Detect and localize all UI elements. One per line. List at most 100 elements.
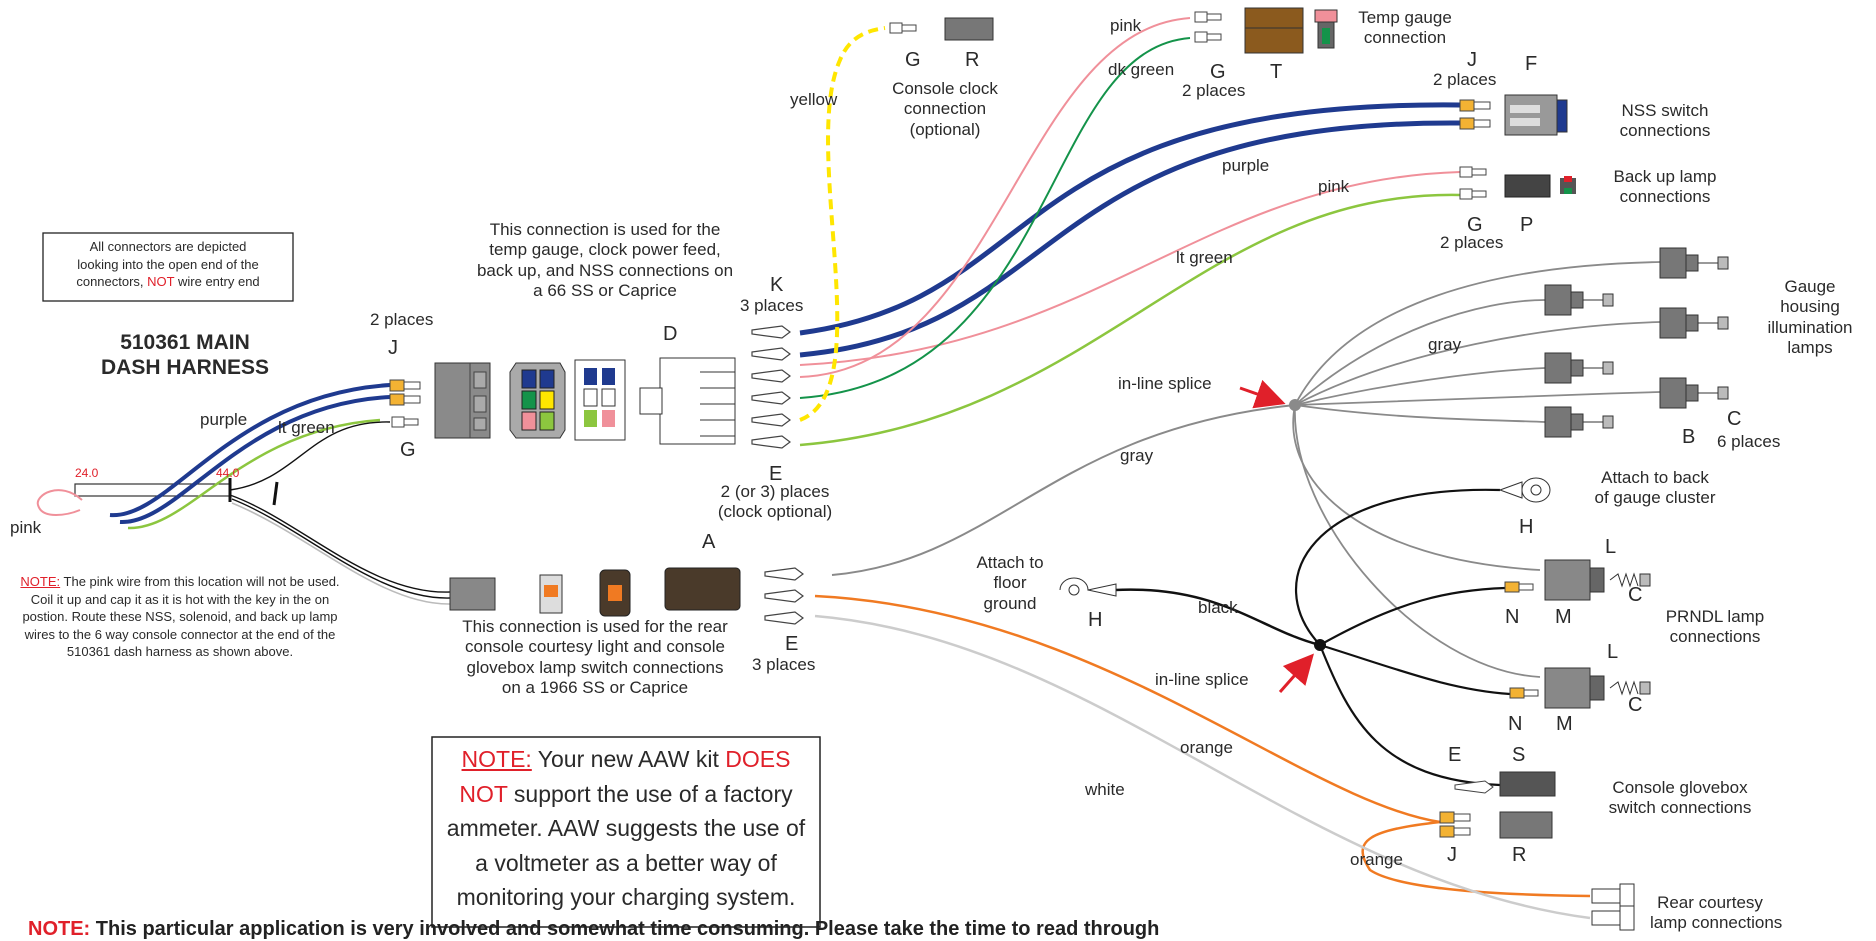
e-top-places-line2: (clock optional)	[717, 502, 833, 522]
white-wire-to-rear	[231, 502, 451, 605]
gauge-lamp-sockets	[1544, 247, 1729, 438]
pink-wire-note: NOTE: The pink wire from this location w…	[20, 574, 340, 660]
label-orange-rear: orange	[1350, 850, 1403, 869]
rear-courtesy-line2: lamp connections	[1650, 913, 1783, 933]
terminals-ke	[751, 325, 791, 449]
gauge-lamps-line3: illumination	[1767, 317, 1853, 337]
prndl-line2: connections	[1669, 627, 1761, 647]
label-gray-lamps: gray	[1428, 335, 1462, 354]
ltgreen-wire-left	[127, 418, 381, 530]
rear-note-line2: console courtesy light and console	[465, 637, 725, 657]
harness-title-line1: 510361 MAIN	[120, 331, 250, 354]
letter-e-glove: E	[1448, 744, 1462, 766]
letter-m-2: M	[1556, 713, 1573, 735]
letter-r-glove: R	[1512, 844, 1527, 866]
black-wire-to-rear-1	[229, 494, 451, 593]
label-purple-left: purple	[200, 410, 248, 429]
nss-line1: NSS switch	[1621, 101, 1709, 120]
letter-m-1: M	[1555, 606, 1572, 628]
measure-44: 44.0	[216, 466, 240, 480]
letter-e-top: E	[769, 463, 783, 485]
label-white: white	[1085, 780, 1125, 799]
glovebox-connectors	[1439, 771, 1556, 839]
label-black: black	[1198, 598, 1238, 617]
letter-c-2: C	[1628, 694, 1643, 716]
black-splice-branches	[1294, 488, 1511, 787]
nss-label: NSS switch connections	[1610, 101, 1720, 142]
attach-cluster-line1: Attach to back	[1601, 468, 1709, 487]
gray-splice-branches	[1292, 261, 1661, 678]
six-way-color-insert	[509, 362, 566, 439]
temp-gauge-line1: Temp gauge	[1358, 8, 1452, 27]
letter-c-1: C	[1628, 584, 1643, 606]
top-note-line4: a 66 SS or Caprice	[533, 281, 677, 301]
ltgreen-wire-backup	[799, 193, 1461, 447]
e-top-places: 2 (or 3) places (clock optional)	[705, 482, 845, 523]
console-clock-line2: connection	[903, 99, 987, 119]
letter-g-clock: G	[905, 49, 921, 71]
letter-e-rear: E	[785, 633, 799, 655]
top-note-line3: back up, and NSS connections on	[476, 260, 734, 280]
label-purple-nss: purple	[1222, 156, 1270, 175]
label-pink-temp: pink	[1110, 16, 1142, 35]
j-nss-places: 2 places	[1433, 70, 1497, 89]
six-way-housing	[434, 362, 491, 439]
letter-j-nss: J	[1467, 49, 1477, 71]
black-wire-to-g	[229, 421, 391, 491]
black-splice-point	[1314, 639, 1326, 651]
prndl-line1: PRNDL lamp	[1665, 607, 1765, 626]
console-clock-line1: Console clock	[892, 79, 998, 98]
rear-courtesy-line1: Rear courtesy	[1657, 893, 1763, 912]
depict-note-line1: All connectors are depicted	[89, 239, 247, 254]
letter-g-left: G	[400, 439, 416, 461]
rear-note-line1: This connection is used for the rear	[462, 617, 728, 636]
ground-eyelets	[1059, 477, 1551, 597]
temp-gauge-connectors	[1194, 7, 1338, 54]
console-clock-label: Console clock connection (optional)	[870, 79, 1020, 140]
depict-note-line3: connectors, NOT wire entry end	[76, 274, 260, 290]
console-clock-line3: (optional)	[909, 119, 981, 139]
ammeter-note: NOTE: Your new AAW kit DOES NOT support …	[446, 746, 806, 910]
gauge-lamps-label: Gauge housing illumination lamps	[1755, 277, 1865, 359]
letter-r-clock: R	[965, 49, 980, 71]
label-ltgreen-left: lt green	[278, 418, 335, 437]
six-way-mate-insert	[574, 359, 626, 441]
nss-line2: connections	[1619, 121, 1711, 141]
e-rear-places: 3 places	[752, 655, 816, 674]
temp-gauge-line2: connection	[1363, 28, 1447, 48]
letter-a: A	[702, 531, 716, 553]
splice-arrow-black	[1278, 653, 1314, 693]
attach-cluster-label: Attach to back of gauge cluster	[1575, 468, 1735, 509]
depict-note: All connectors are depicted looking into…	[43, 238, 293, 291]
harness-title: 510361 MAIN DASH HARNESS	[85, 330, 285, 380]
label-ltgreen-backup: lt green	[1176, 248, 1233, 267]
gray-wire-main	[831, 404, 1296, 576]
splice-arrow-gray	[1239, 379, 1286, 409]
harness-title-line2: DASH HARNESS	[100, 356, 270, 380]
rear-note-line3: glovebox lamp switch connections	[466, 657, 724, 677]
connector-j-left	[389, 379, 421, 406]
attach-cluster-line2: of gauge cluster	[1594, 488, 1716, 508]
letter-b: B	[1682, 426, 1696, 448]
glovebox-label: Console glovebox switch connections	[1590, 778, 1770, 819]
top-connection-note: This connection is used for the temp gau…	[455, 220, 755, 302]
bottom-note: NOTE: This particular application is ver…	[28, 918, 1160, 940]
attach-floor-line2: floor	[993, 573, 1027, 593]
letter-n-1: N	[1505, 606, 1520, 628]
orange-wire-rear	[1361, 820, 1591, 898]
attach-floor-line1: Attach to	[976, 553, 1044, 572]
pink-wire-temp	[799, 17, 1191, 378]
measure-24: 24.0	[75, 466, 99, 480]
rear-courtesy-sockets	[1591, 883, 1635, 931]
dkgreen-wire-temp	[799, 37, 1191, 399]
g-backup-places: 2 places	[1440, 233, 1504, 252]
orange-wire	[814, 594, 1441, 824]
letter-l-2: L	[1607, 641, 1619, 663]
purple-wire-nss-2	[799, 120, 1461, 358]
letter-c-lamps: C	[1727, 408, 1742, 430]
gray-splice-point	[1289, 399, 1301, 411]
backup-connectors	[1459, 166, 1576, 200]
label-pink-left: pink	[10, 518, 42, 537]
backup-line2: connections	[1619, 187, 1711, 207]
gauge-lamps-line1: Gauge	[1784, 277, 1836, 296]
